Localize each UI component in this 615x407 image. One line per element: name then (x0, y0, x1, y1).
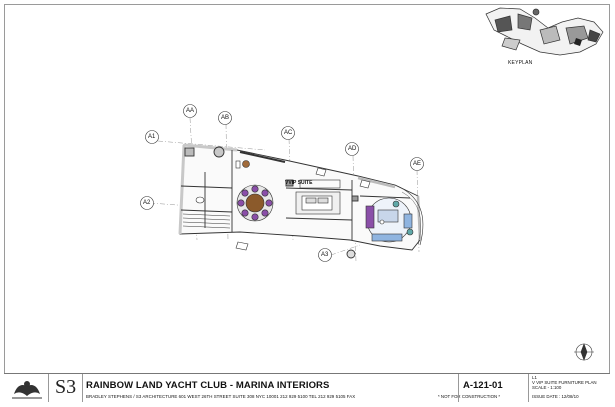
grid-bubble-ad (345, 142, 359, 156)
grid-bubble-ab (218, 111, 232, 125)
scale-label: SCALE - 1:100 (532, 385, 562, 391)
sheet-title: V VIP SUITE FURNITURE PLAN (532, 380, 597, 386)
grid-label-a2: A2 (143, 200, 151, 206)
grid-bubble-ae (410, 157, 424, 171)
issue-date: ISSUE DATE : 12/08/10 (532, 394, 579, 399)
grid-label-ac: AC (284, 130, 293, 136)
keyplan-drawing (485, 7, 604, 56)
grid-label-ad: AD (348, 146, 357, 152)
furniture (195, 160, 414, 251)
sheet-number: A-121-01 (463, 380, 503, 391)
level-label: L1 (532, 375, 537, 380)
grid-label-a1: A1 (148, 134, 156, 140)
grid-bubble-ac (281, 126, 295, 140)
sheet-info: L1 V VIP SUITE FURNITURE PLAN SCALE - 1:… (532, 375, 597, 391)
crest-logo (8, 376, 46, 401)
grid-label-ab: AB (221, 115, 230, 121)
keyplan-label: KEYPLAN (508, 60, 533, 66)
grid-label-aa: AA (186, 108, 195, 114)
grid-bubbles (140, 104, 424, 262)
grid-bubble-a2 (140, 196, 154, 210)
s3-logo: S3 (55, 376, 77, 398)
not-for-construction-note: * NOT FOR CONSTRUCTION * (438, 394, 501, 399)
architect-info: BRADLEY STEPHENS / S3 ARCHITECTURE 601 W… (86, 394, 356, 399)
title-block: S3 RAINBOW LAND YACHT CLUB - MARINA INTE… (4, 373, 610, 402)
grid-label-a3: A3 (321, 252, 329, 258)
grid-label-ae: AE (413, 161, 422, 167)
project-title: RAINBOW LAND YACHT CLUB - MARINA INTERIO… (86, 380, 330, 391)
grid-bubble-a1 (145, 130, 159, 144)
north-arrow-icon (574, 343, 594, 361)
grid-bubble-a3 (318, 248, 332, 262)
grid-bubble-aa (183, 104, 197, 118)
room-label: VVIP SUITE (285, 180, 313, 186)
